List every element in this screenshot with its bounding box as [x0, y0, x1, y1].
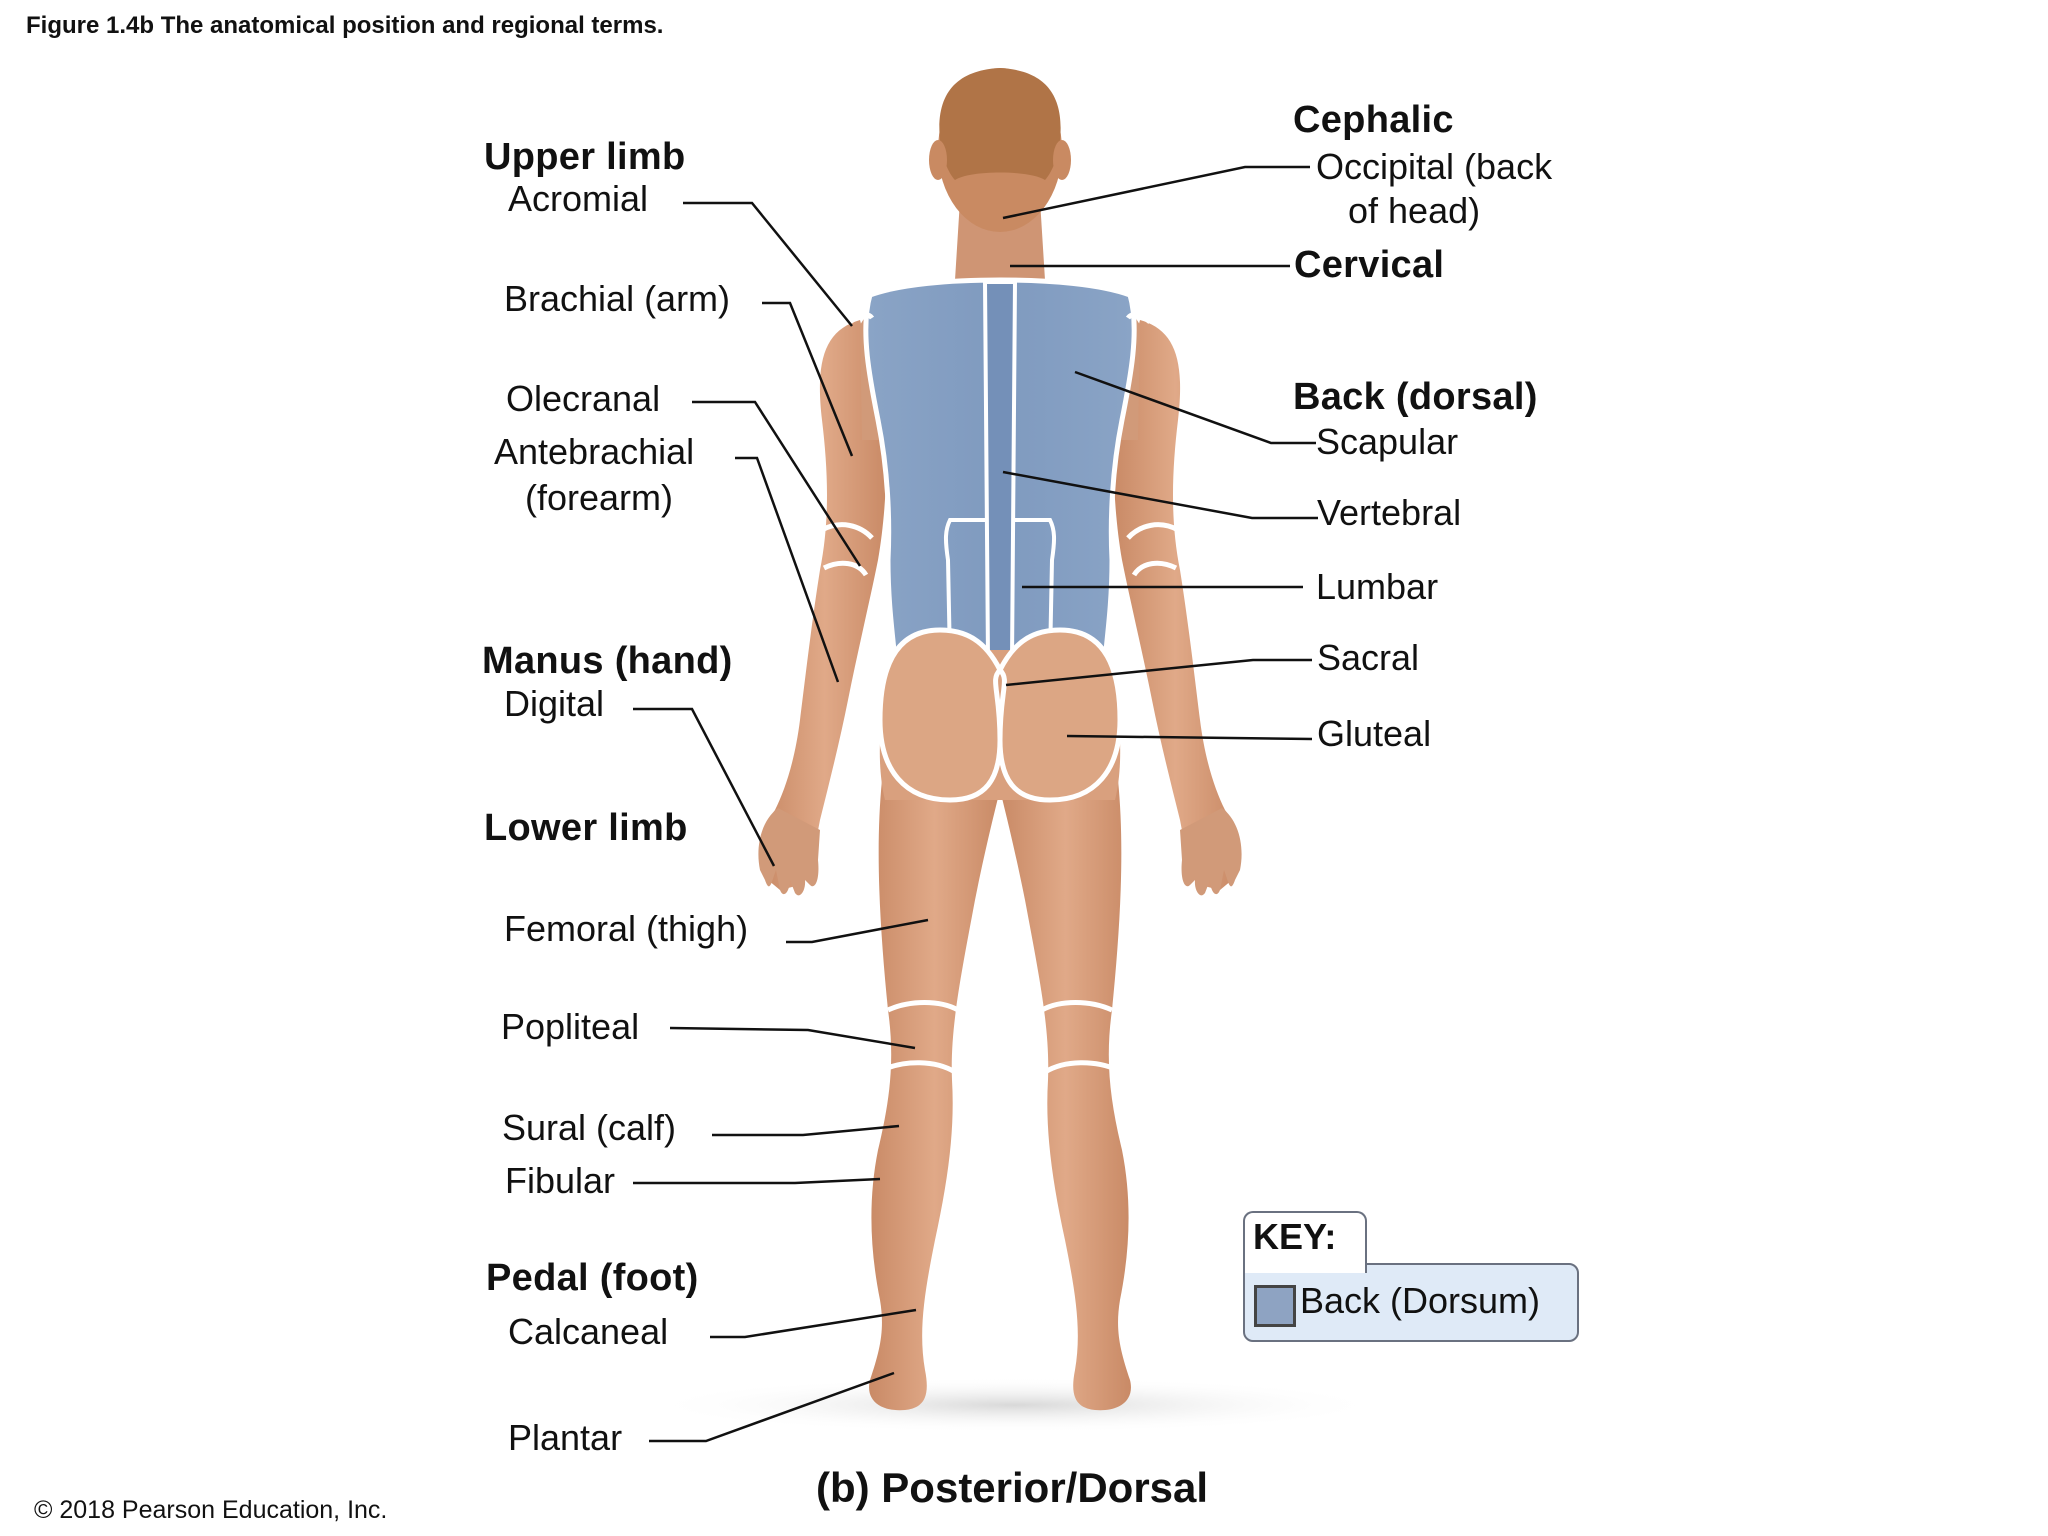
figure-title: Figure 1.4b The anatomical position and …	[26, 12, 664, 39]
leader-lines	[633, 165, 1318, 1443]
label-gluteal: Gluteal	[1317, 713, 1432, 754]
label-digital: Digital	[504, 683, 605, 724]
leader-brachial	[762, 301, 854, 457]
label-lower-limb: Lower limb	[484, 807, 688, 849]
leader-calcaneal	[710, 1308, 917, 1339]
leader-popliteal	[669, 1026, 916, 1050]
label-manus: Manus (hand)	[482, 640, 733, 682]
leader-sural	[712, 1124, 900, 1137]
label-brachial: Brachial (arm)	[504, 278, 731, 319]
label-cephalic: Cephalic	[1293, 99, 1454, 141]
label-acromial: Acromial	[508, 178, 649, 219]
key-tab	[1243, 1211, 1367, 1273]
leader-scapular	[1074, 370, 1316, 445]
label-occipital: Occipital (back	[1316, 146, 1553, 187]
label-of-head: of head)	[1348, 190, 1481, 231]
lumbar-outline-right	[1015, 518, 1057, 661]
hair	[939, 68, 1061, 180]
label-antebrachial: Antebrachial	[494, 431, 695, 472]
label-forearm: (forearm)	[525, 477, 674, 518]
leader-digital	[633, 707, 776, 867]
right-leg	[1000, 780, 1131, 1411]
left-arm	[762, 320, 887, 890]
acromial-outline-right	[1125, 312, 1152, 324]
label-sural: Sural (calf)	[502, 1107, 677, 1148]
floor-shadow	[645, 1377, 1385, 1433]
key-box	[1243, 1263, 1579, 1342]
leader-olecranal	[692, 400, 862, 567]
acromial-outline-left	[848, 312, 875, 324]
left-ear	[929, 140, 947, 180]
leader-vertebral	[1002, 470, 1318, 520]
key-title: KEY:	[1253, 1216, 1337, 1257]
olecranal-outline-right	[1126, 522, 1180, 577]
vertebral-strip	[982, 280, 1018, 662]
leader-plantar	[649, 1371, 895, 1443]
label-sacral: Sacral	[1317, 637, 1420, 678]
left-hand	[758, 808, 820, 896]
leader-femoral	[786, 918, 929, 944]
popliteal-outline-left	[881, 1000, 960, 1075]
popliteal-outline-right	[1040, 1000, 1119, 1075]
left-gluteal	[877, 627, 1004, 803]
key-swatch	[1254, 1285, 1296, 1327]
leader-occipital	[1002, 165, 1310, 220]
leader-fibular	[633, 1177, 881, 1185]
right-gluteal	[996, 627, 1123, 803]
key-label: Back (Dorsum)	[1300, 1280, 1541, 1321]
right-arm	[1113, 320, 1238, 890]
label-cervical: Cervical	[1294, 244, 1445, 286]
diagram-caption: (b) Posterior/Dorsal	[816, 1464, 1209, 1511]
label-upper-limb: Upper limb	[484, 136, 686, 178]
leader-sacral	[1005, 658, 1312, 687]
right-hand	[1180, 808, 1242, 896]
right-ear	[1053, 140, 1071, 180]
label-calcaneal: Calcaneal	[508, 1311, 669, 1352]
left-leg	[869, 780, 1000, 1411]
olecranal-outline-left	[820, 522, 874, 577]
leader-antebrachial	[735, 456, 840, 683]
leader-gluteal	[1066, 734, 1313, 741]
label-back-dorsal: Back (dorsal)	[1293, 376, 1538, 418]
label-pedal: Pedal (foot)	[486, 1257, 699, 1299]
label-olecranal: Olecranal	[506, 378, 661, 419]
label-popliteal: Popliteal	[501, 1006, 640, 1047]
copyright: © 2018 Pearson Education, Inc.	[34, 1496, 388, 1524]
lumbar-outline-left	[943, 518, 985, 661]
label-femoral: Femoral (thigh)	[504, 908, 749, 949]
leader-acromial	[683, 201, 853, 327]
label-lumbar: Lumbar	[1316, 566, 1439, 607]
label-scapular: Scapular	[1316, 421, 1459, 462]
label-plantar: Plantar	[508, 1417, 623, 1458]
label-fibular: Fibular	[505, 1160, 616, 1201]
label-vertebral: Vertebral	[1317, 492, 1462, 533]
